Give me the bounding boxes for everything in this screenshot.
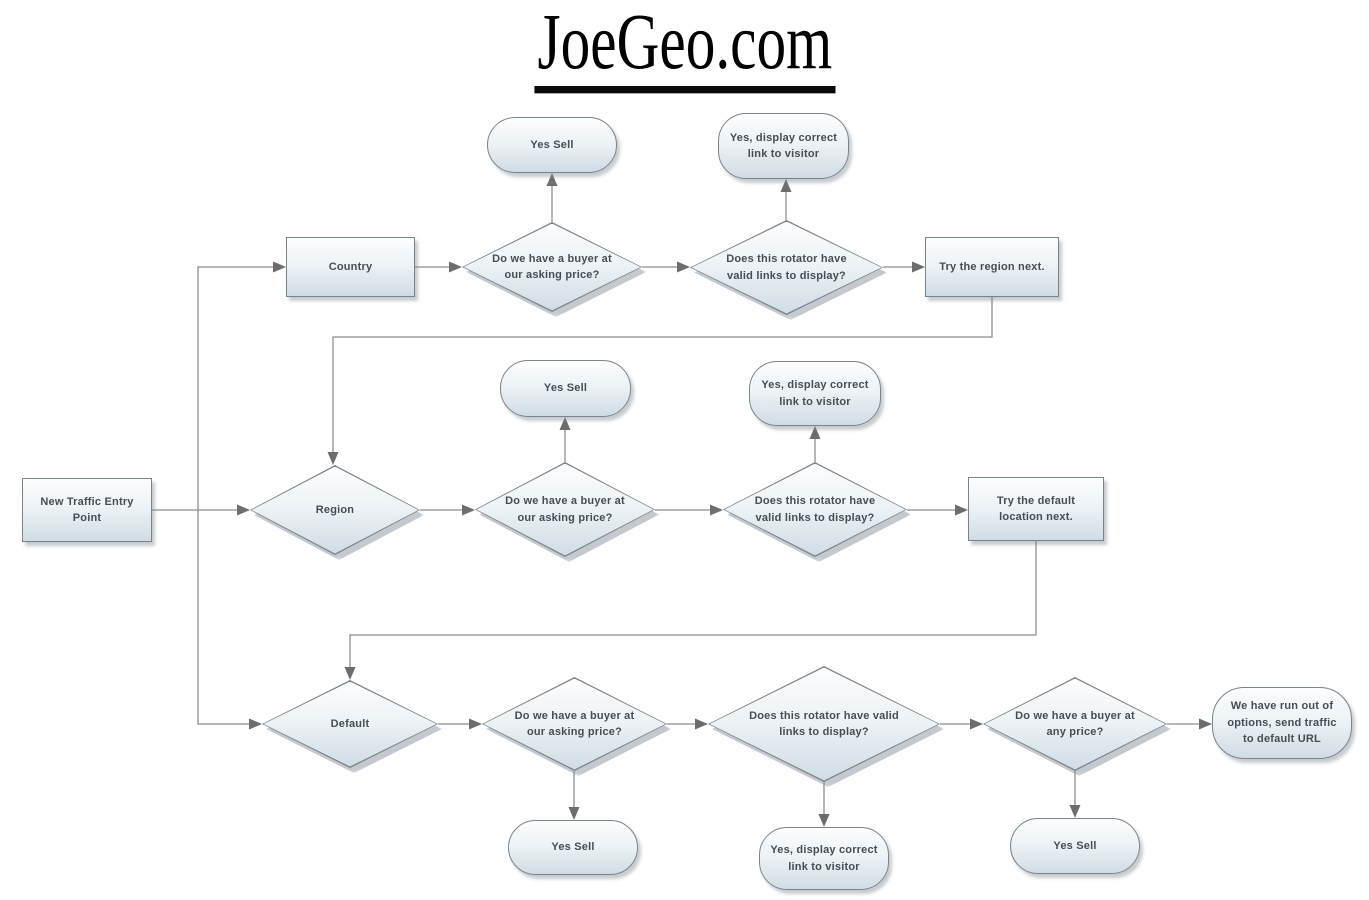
decision-row3-any-price-label: Do we have a buyer at any price?	[1015, 709, 1135, 739]
connector-lines	[152, 185, 1200, 815]
node-row3-any-yes-sell-label: Yes Sell	[1053, 839, 1097, 852]
node-new-traffic-entry-label: New Traffic Entry Point	[40, 495, 134, 525]
node-try-region: Try the region next.	[925, 237, 1059, 297]
page-title-text: JoeGeo.com	[534, 1, 835, 93]
decision-row1-rotator: Does this rotator have valid links to di…	[690, 220, 887, 320]
decision-row2-rotator: Does this rotator have valid links to di…	[723, 462, 911, 562]
decision-row3-rotator: Does this rotator have valid links to di…	[708, 666, 944, 787]
node-run-out-of-options-label: We have run out of options, send traffic…	[1227, 700, 1337, 746]
node-row1-display-link: Yes, display correct link to visitor	[718, 113, 849, 179]
decision-row1-buyer-label: Do we have a buyer at our asking price?	[492, 252, 612, 282]
node-row2-yes-sell: Yes Sell	[500, 360, 631, 417]
decision-region: Region	[250, 465, 424, 560]
node-try-default-location-label: Try the default location next.	[996, 494, 1076, 524]
decision-row3-buyer-label: Do we have a buyer at our asking price?	[514, 709, 635, 739]
node-row3-yes-sell: Yes Sell	[508, 820, 638, 875]
decision-default-label: Default	[330, 717, 370, 730]
node-row1-yes-sell: Yes Sell	[487, 117, 617, 173]
decision-region-label: Region	[315, 503, 355, 516]
decision-row2-rotator-label: Does this rotator have valid links to di…	[754, 495, 876, 524]
decision-row2-buyer: Do we have a buyer at our asking price?	[475, 462, 659, 562]
arrowhead-icons	[237, 173, 1212, 827]
node-country-label: Country	[328, 260, 373, 273]
decision-row1-buyer: Do we have a buyer at our asking price?	[462, 222, 646, 317]
node-run-out-of-options: We have run out of options, send traffic…	[1212, 687, 1352, 759]
decision-row2-buyer-label: Do we have a buyer at our asking price?	[505, 495, 625, 524]
node-row2-display-link-label: Yes, display correct link to visitor	[761, 379, 869, 408]
node-country: Country	[286, 237, 415, 297]
decision-row3-buyer: Do we have a buyer at our asking price?	[482, 677, 671, 776]
node-row3-yes-sell-label: Yes Sell	[551, 841, 595, 854]
node-row2-display-link: Yes, display correct link to visitor	[749, 361, 881, 426]
node-try-region-label: Try the region next.	[939, 260, 1045, 273]
node-row3-any-yes-sell: Yes Sell	[1010, 818, 1140, 874]
decision-row1-rotator-label: Does this rotator have valid links to di…	[726, 253, 847, 282]
node-row2-yes-sell-label: Yes Sell	[543, 382, 588, 395]
node-row1-yes-sell-label: Yes Sell	[530, 138, 574, 151]
node-new-traffic-entry: New Traffic Entry Point	[22, 478, 152, 542]
page-title: JoeGeo.com	[0, 1, 1369, 93]
node-row3-display-link: Yes, display correct link to visitor	[759, 827, 889, 890]
decision-row3-any-price: Do we have a buyer at any price?	[983, 677, 1171, 776]
decision-default: Default	[262, 680, 442, 773]
node-try-default-location: Try the default location next.	[968, 477, 1104, 541]
node-row1-display-link-label: Yes, display correct link to visitor	[729, 131, 838, 161]
decision-row3-rotator-label: Does this rotator have valid links to di…	[749, 709, 899, 739]
node-row3-display-link-label: Yes, display correct link to visitor	[770, 844, 878, 873]
